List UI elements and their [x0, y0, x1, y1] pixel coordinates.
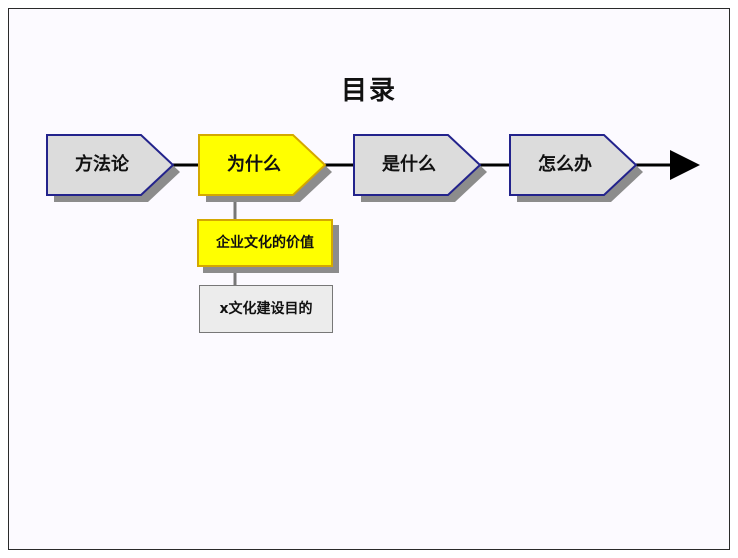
step-label-methodology: 方法论 [75, 154, 129, 175]
step-label-what: 是什么 [382, 154, 436, 175]
step-label-how: 怎么办 [538, 154, 592, 175]
sub-item-culture-purpose[interactable]: x文化建设目的 [199, 285, 333, 333]
chevron-step-3[interactable] [353, 134, 482, 196]
chevron-step-4[interactable] [509, 134, 638, 196]
page-title: 目录 [340, 76, 397, 106]
chevron-step-1[interactable] [46, 134, 175, 196]
slide-canvas [8, 8, 730, 550]
sub-item-culture-value[interactable]: 企业文化的价值 [197, 219, 333, 267]
chevron-step-2[interactable] [198, 134, 327, 196]
step-label-why: 为什么 [227, 154, 281, 175]
